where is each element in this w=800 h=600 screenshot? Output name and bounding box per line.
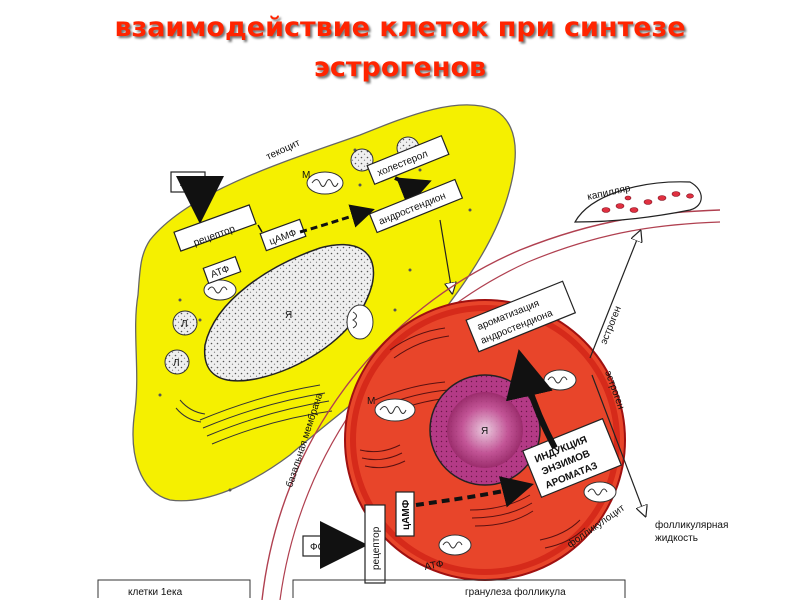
page-title: взаимодействие клеток при синтезе эстрог… bbox=[0, 8, 800, 88]
atp-granulosa-label: АТФ bbox=[424, 559, 445, 573]
fsh-label: ФСГ bbox=[310, 542, 331, 553]
receptor-granulosa-label: рецептор bbox=[371, 526, 382, 570]
granulosa-signal-arrow bbox=[415, 476, 534, 508]
estrogen-to-capillary-arrow bbox=[589, 232, 640, 359]
granulosa-label: гранулеза фолликула bbox=[465, 586, 566, 598]
basement-membrane-line-inner bbox=[279, 221, 721, 600]
theca-cells-label: клетки 1ека bbox=[128, 587, 183, 598]
cholesterol-box bbox=[366, 134, 450, 186]
lipid-label-1: Л bbox=[181, 319, 188, 330]
receptor-theca-box bbox=[173, 204, 257, 252]
estrogen-to-fluid-arrow bbox=[591, 374, 645, 515]
lh-label: ЛГ bbox=[180, 178, 193, 189]
camp-granulosa-box bbox=[395, 491, 415, 537]
theca-nucleus bbox=[204, 243, 375, 382]
theca-bracket bbox=[97, 579, 251, 598]
androstenedione-transfer-arrow bbox=[439, 219, 452, 292]
title-line-1: взаимодействие клеток при синтезе bbox=[114, 12, 686, 43]
red-blood-cells bbox=[601, 191, 694, 213]
camp-granulosa-label: цАМФ bbox=[401, 499, 412, 530]
granulosa-bracket bbox=[292, 579, 626, 598]
theca-mitochondria bbox=[203, 171, 374, 340]
follicular-fluid-line-2: жидкость bbox=[655, 533, 698, 544]
induction-arrow bbox=[505, 349, 558, 450]
title-line-2: эстрогенов bbox=[313, 52, 487, 83]
granulosa-mitochondrion-label: М bbox=[367, 396, 375, 407]
granulosa-nucleolus bbox=[447, 392, 523, 468]
receptor-granulosa-box bbox=[364, 504, 386, 584]
camp-theca-box bbox=[259, 218, 307, 252]
theca-mitochondrion-label: М bbox=[302, 170, 310, 181]
capillary bbox=[573, 181, 702, 223]
induction-box: ИНДУКЦИЯ ЭНЗИМОВ АРОМАТАЗ bbox=[522, 417, 623, 499]
receptor-camp-link bbox=[257, 224, 263, 233]
cholesterol-arrow bbox=[394, 176, 432, 208]
granulosa-nucleus-label: Я bbox=[481, 426, 488, 437]
theca-nucleus-label: Я bbox=[285, 310, 292, 321]
follicular-fluid-line-1: фолликулярная bbox=[655, 519, 728, 531]
camp-signal-arrow bbox=[299, 204, 375, 234]
lipid-label-2: Л bbox=[173, 358, 180, 369]
theca-er bbox=[175, 384, 333, 445]
atp-theca-box bbox=[202, 255, 242, 285]
